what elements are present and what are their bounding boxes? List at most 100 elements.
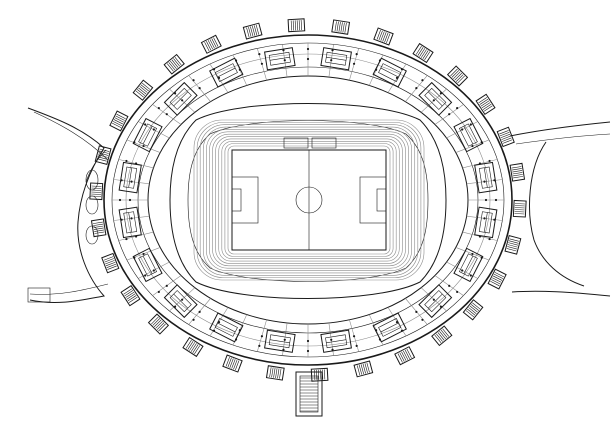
- column-dot: [217, 76, 221, 79]
- east-goal-area: [376, 188, 387, 212]
- core-block: [372, 312, 407, 343]
- column-dot: [181, 99, 184, 102]
- column-dot: [157, 106, 160, 110]
- core-block: [209, 57, 244, 88]
- column-dot: [456, 290, 459, 294]
- core-block: [418, 81, 453, 116]
- column-dot: [469, 274, 472, 277]
- seat-row: [212, 133, 406, 267]
- player-bench: [311, 137, 337, 149]
- column-dot: [483, 217, 486, 220]
- column-dot: [330, 338, 333, 341]
- column-dot: [456, 106, 459, 110]
- column-dot: [130, 180, 133, 183]
- column-dot: [494, 198, 498, 202]
- column-dot: [258, 344, 261, 347]
- column-dot: [432, 298, 435, 301]
- stair-tower: [353, 360, 374, 378]
- stair-tower: [504, 235, 522, 255]
- stair-tower: [200, 34, 222, 54]
- core-block: [132, 247, 163, 283]
- stair-tower: [431, 325, 453, 347]
- column-dot: [142, 252, 145, 256]
- east-access-ramp: [509, 121, 611, 297]
- stair-tower: [265, 365, 285, 381]
- column-dot: [282, 348, 285, 351]
- column-dot: [415, 87, 418, 90]
- seating-bowl: [169, 103, 447, 299]
- column-dot: [421, 79, 424, 82]
- column-dot: [125, 159, 128, 163]
- column-dot: [421, 318, 424, 321]
- column-dot: [165, 284, 168, 287]
- column-dot: [355, 344, 358, 347]
- column-dot: [488, 237, 491, 241]
- seat-row: [196, 122, 422, 278]
- center-circle: [295, 186, 323, 214]
- stair-tower: [182, 336, 204, 358]
- column-dot: [144, 274, 147, 277]
- outer-concourse: [103, 34, 513, 366]
- stair-tower: [89, 182, 104, 201]
- seat-row: [202, 126, 416, 274]
- stair-tower: [132, 79, 154, 101]
- stair-tower: [475, 93, 496, 116]
- column-dot: [415, 310, 418, 313]
- core-block: [453, 247, 484, 283]
- column-dot: [448, 284, 451, 287]
- core-block: [418, 284, 453, 319]
- column-dot: [144, 123, 147, 126]
- west-goal-area: [231, 188, 242, 212]
- seat-row: [199, 124, 419, 276]
- stair-tower: [310, 367, 329, 382]
- column-dot: [165, 113, 168, 116]
- column-dot: [192, 318, 195, 321]
- column-dot: [125, 237, 128, 241]
- column-dot: [395, 321, 399, 324]
- stair-tower: [331, 19, 351, 35]
- column-dot: [471, 252, 474, 256]
- stair-tower: [446, 65, 469, 87]
- column-dot: [198, 310, 201, 313]
- south-entry-stair: [295, 371, 323, 417]
- column-dot: [488, 159, 491, 163]
- core-block: [132, 117, 163, 153]
- east-penalty-area: [359, 176, 387, 224]
- column-dot: [469, 123, 472, 126]
- column-dot: [306, 339, 310, 343]
- stair-tower: [287, 18, 306, 33]
- west-penalty-area: [231, 176, 259, 224]
- seat-row: [224, 143, 394, 257]
- player-bench: [283, 137, 309, 149]
- column-dot: [192, 79, 195, 82]
- west-access-ramp: [27, 107, 109, 304]
- stair-tower: [496, 126, 515, 148]
- core-block: [320, 47, 352, 71]
- column-dot: [331, 348, 334, 351]
- stair-tower: [222, 354, 243, 373]
- column-dot: [152, 269, 155, 272]
- stair-tower: [90, 218, 107, 238]
- seat-row: [206, 129, 412, 271]
- column-dot: [352, 62, 356, 65]
- column-dot: [128, 198, 132, 202]
- column-dot: [260, 62, 264, 65]
- seat-row: [218, 138, 400, 262]
- column-dot: [306, 57, 310, 61]
- stair-tower: [147, 313, 170, 335]
- column-dot: [152, 128, 155, 131]
- core-block: [320, 329, 352, 353]
- core-block: [118, 206, 142, 239]
- column-dot: [217, 321, 221, 324]
- core-block: [453, 117, 484, 153]
- west-stair-block: [27, 287, 51, 303]
- column-grid: [118, 47, 498, 353]
- column-dot: [355, 53, 358, 56]
- core-blocks: [118, 47, 498, 353]
- core-block: [163, 284, 198, 319]
- seat-row: [227, 145, 391, 255]
- core-block: [474, 161, 498, 194]
- column-dot: [142, 144, 145, 148]
- stair-tower: [487, 268, 507, 290]
- stair-tower: [242, 22, 263, 40]
